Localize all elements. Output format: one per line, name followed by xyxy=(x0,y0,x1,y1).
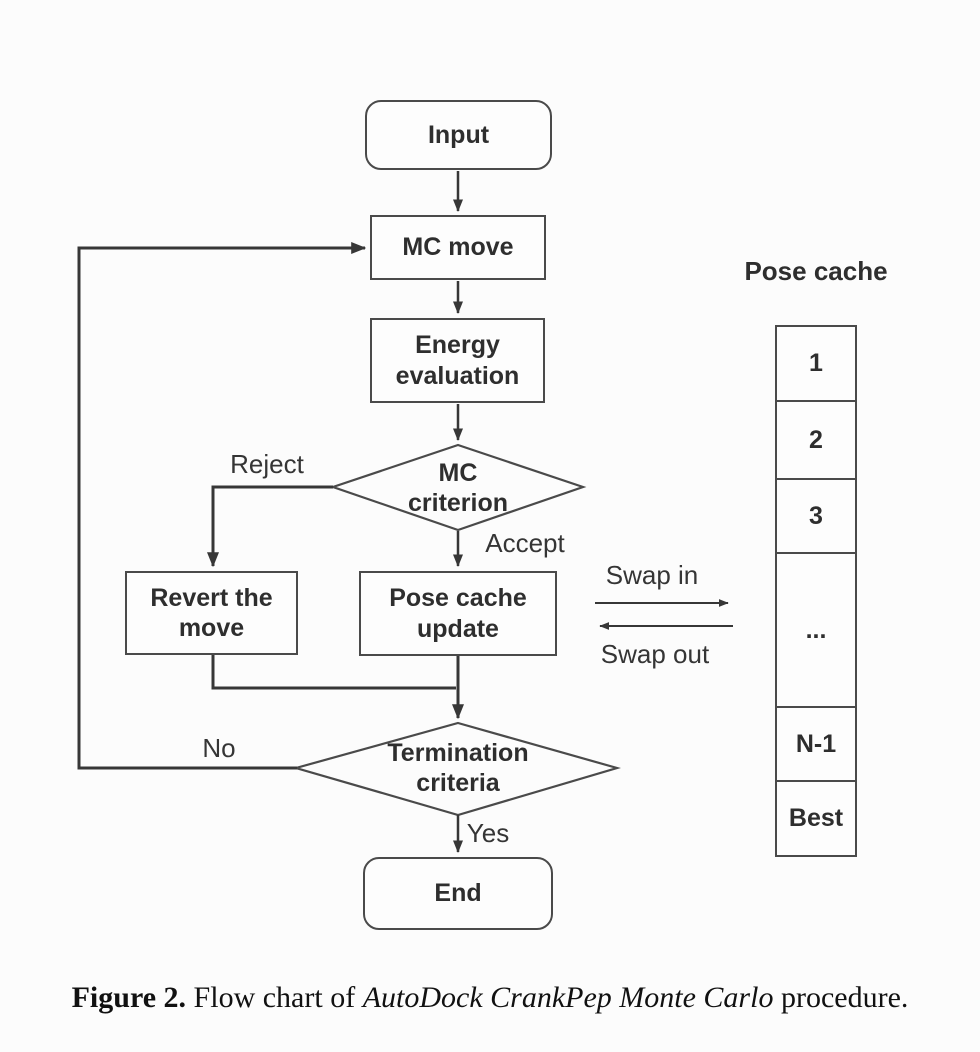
node-mc-criterion-label: MC criterion xyxy=(407,458,509,518)
node-revert-move: Revert the move xyxy=(125,571,298,655)
pose-cache-title: Pose cache xyxy=(744,256,888,286)
node-mc-move: MC move xyxy=(370,215,546,280)
caption-text-2: procedure. xyxy=(773,981,909,1014)
edge-label-yes: Yes xyxy=(466,818,510,848)
pose-cache-table: 1 2 3 ... N-1 Best xyxy=(775,325,857,857)
pose-cache-cell-n-1: N-1 xyxy=(777,708,855,782)
caption-figure-number: Figure 2. xyxy=(71,981,187,1014)
edge-label-swap-in: Swap in xyxy=(605,560,699,590)
figure-caption: Figure 2. Flow chart of AutoDock CrankPe… xyxy=(0,981,980,1015)
pose-cache-cell-2: 2 xyxy=(777,402,855,480)
caption-italic-title: AutoDock CrankPep Monte Carlo xyxy=(362,981,774,1014)
node-energy-evaluation: Energy evaluation xyxy=(370,318,545,403)
node-pose-cache-update: Pose cache update xyxy=(359,571,557,656)
pose-cache-cell-3: 3 xyxy=(777,480,855,554)
edge-label-reject: Reject xyxy=(230,449,304,479)
pose-cache-cell-ellipsis: ... xyxy=(777,554,855,708)
mc-criterion-diamond xyxy=(329,443,587,532)
pose-cache-cell-1: 1 xyxy=(777,327,855,402)
node-end: End xyxy=(363,857,553,930)
line-revert-merge xyxy=(211,655,456,690)
arrow-reject-to-revert xyxy=(207,485,333,568)
caption-text-1: Flow chart of xyxy=(186,981,363,1014)
edge-label-no: No xyxy=(202,733,236,763)
node-termination-criteria-label: Termination criteria xyxy=(387,738,529,798)
pose-cache-cell-best: Best xyxy=(788,804,844,832)
arrow-no-loop-to-mcmove xyxy=(77,242,367,770)
edge-label-swap-out: Swap out xyxy=(600,639,710,669)
edge-label-accept: Accept xyxy=(485,528,565,558)
node-input: Input xyxy=(365,100,552,170)
